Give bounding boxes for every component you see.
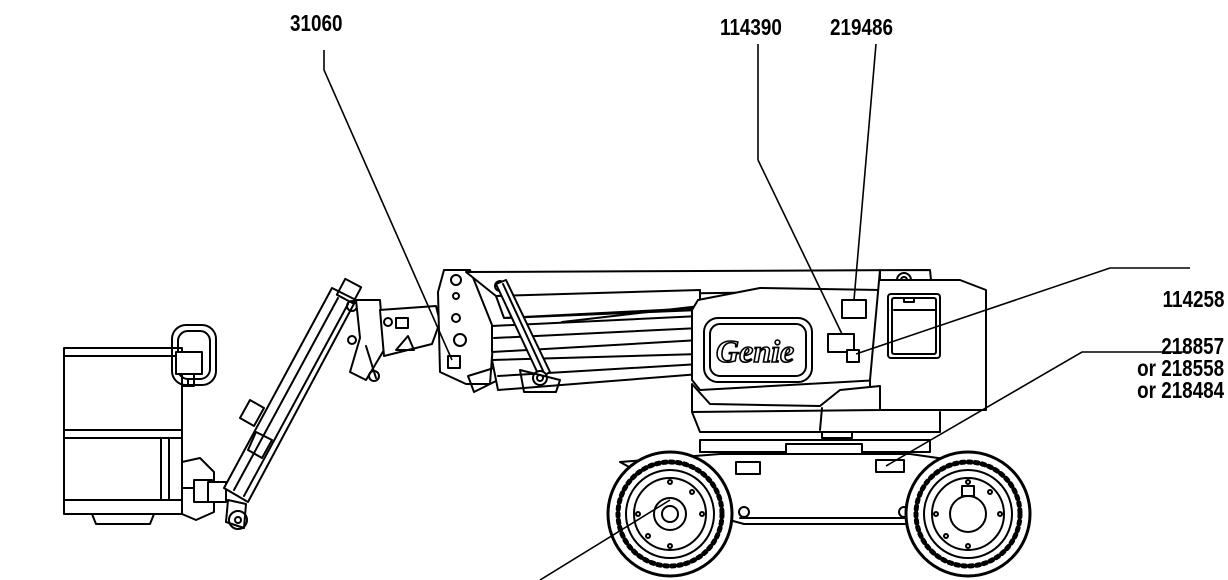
callout-leaders xyxy=(323,43,1190,580)
turntable-cover xyxy=(691,269,987,439)
callout-114258: 114258 xyxy=(1162,286,1224,312)
callout-218857-group: 218857 or 218558 or 218484 xyxy=(1136,333,1224,403)
platform-control-box xyxy=(171,324,217,387)
leader-31060 xyxy=(323,50,453,361)
jib-boom xyxy=(223,277,363,530)
front-wheel xyxy=(606,450,734,578)
platform-rotator xyxy=(181,457,227,521)
jib-link xyxy=(349,299,441,382)
riser-plate xyxy=(437,269,499,393)
lift-cylinder xyxy=(495,279,561,393)
callout-218857: 218857 xyxy=(1161,333,1224,359)
callout-218558: or 218558 xyxy=(1136,355,1224,381)
platform-basket xyxy=(63,347,183,525)
callout-114390: 114390 xyxy=(720,14,782,40)
callout-31060: 31060 xyxy=(290,10,343,36)
leader-114390-diag xyxy=(757,159,843,335)
leader-219486 xyxy=(853,43,877,301)
callout-218484: or 218484 xyxy=(1136,377,1224,403)
leader-wheel xyxy=(539,499,671,580)
genie-logo: Genie xyxy=(716,333,794,369)
rear-wheel xyxy=(904,450,1032,578)
callout-219486: 219486 xyxy=(830,14,893,40)
leader-218857 xyxy=(885,351,1190,467)
leader-114258 xyxy=(855,267,1190,355)
